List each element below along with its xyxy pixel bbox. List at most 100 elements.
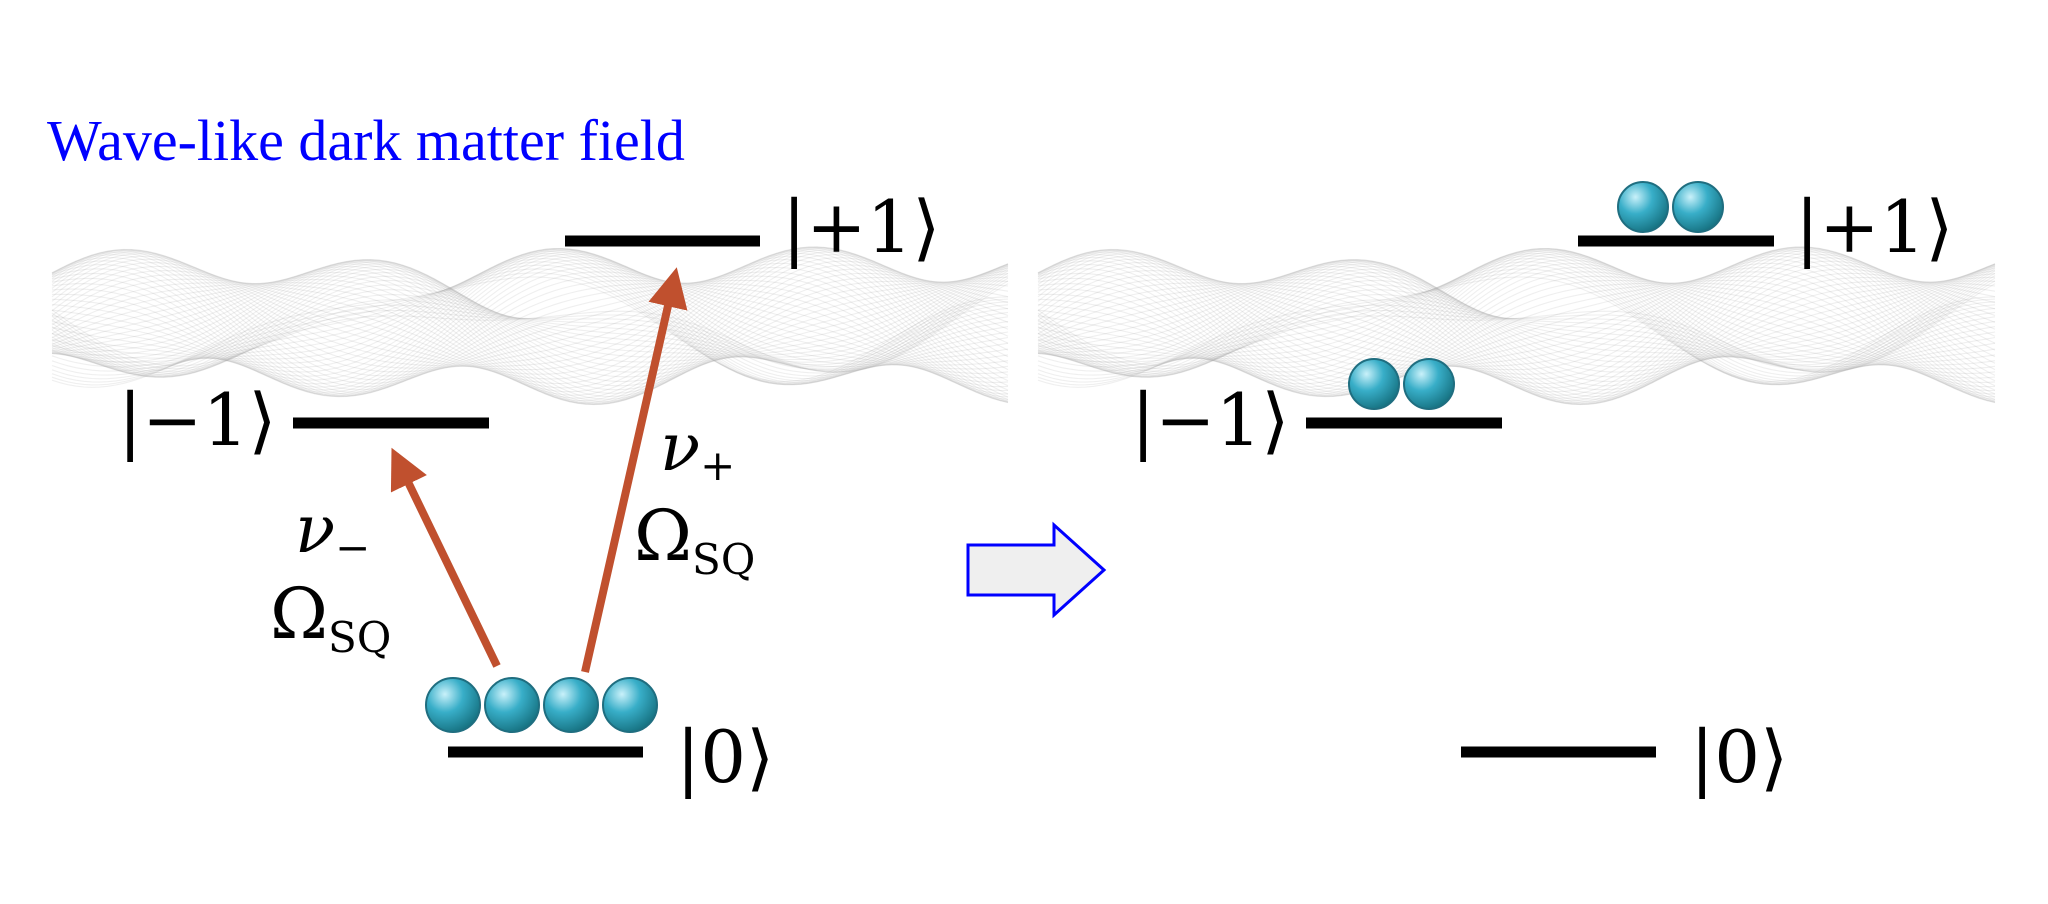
wave-strand <box>1037 251 1996 399</box>
wave-strand <box>1037 249 1996 396</box>
wave-strand <box>51 264 1009 400</box>
wave-strand <box>51 261 1009 400</box>
wave-strand <box>51 272 1009 386</box>
wave-strand <box>51 268 1009 385</box>
atom-sphere-icon <box>1617 181 1669 233</box>
wave-strand <box>51 251 1009 403</box>
wave-strand <box>51 264 1009 406</box>
wave-strand <box>51 259 1009 394</box>
wave-strand <box>51 249 1009 385</box>
wave-strand <box>51 254 1009 402</box>
wave-strand <box>1037 266 1996 378</box>
wave-strand <box>51 263 1009 374</box>
atom-sphere-icon <box>425 677 481 733</box>
wave-strand <box>51 259 1009 395</box>
wave-strand <box>51 256 1009 393</box>
right-arrow-icon <box>966 521 1107 619</box>
wave-strand <box>51 260 1009 398</box>
wave-strand <box>51 263 1009 373</box>
wave-strand <box>51 251 1009 388</box>
wave-strand <box>51 266 1009 397</box>
level-label-minus: |−1⟩ <box>1131 378 1289 462</box>
level-label-zero: |0⟩ <box>676 715 774 799</box>
wave-strand <box>51 265 1009 404</box>
wave-strand <box>51 248 1009 381</box>
atoms-right-plus <box>1617 181 1724 233</box>
wave-strand <box>51 255 1009 385</box>
wave-strand <box>1037 256 1996 393</box>
wave-strand <box>51 247 1009 393</box>
freq-label-minus: ν− <box>295 491 370 572</box>
wave-strand <box>51 250 1009 382</box>
wave-strand <box>1037 248 1996 377</box>
atom-sphere-icon <box>1672 181 1724 233</box>
wave-strand <box>51 246 1009 385</box>
wave-strand <box>1037 271 1996 398</box>
wave-strand <box>51 259 1009 391</box>
wave-strand <box>1037 248 1996 398</box>
wave-strand <box>51 249 1009 391</box>
wave-strand <box>1037 263 1996 376</box>
atom-sphere-icon <box>543 677 599 733</box>
atoms-right-minus <box>1348 358 1455 410</box>
wave-strand <box>1037 260 1996 398</box>
level-label-minus: |−1⟩ <box>118 378 276 462</box>
wave-strand <box>1037 256 1996 403</box>
wave-strand <box>1037 259 1996 394</box>
atom-sphere-icon <box>1348 358 1400 410</box>
wave-strand <box>51 252 1009 383</box>
wave-strand <box>51 257 1009 404</box>
rabi-label-minus: ΩSQ <box>270 573 391 662</box>
wave-strand <box>51 266 1009 378</box>
wave-strand <box>1037 263 1996 374</box>
wave-strand <box>1037 254 1996 404</box>
wave-strand <box>1037 246 1996 385</box>
freq-label-plus: ν+ <box>660 409 735 490</box>
wave-strand <box>1037 268 1996 378</box>
wave-strand <box>51 268 1009 398</box>
wave-strand <box>51 280 1009 373</box>
wave-strand <box>1037 249 1996 395</box>
wave-strand <box>51 250 1009 402</box>
wave-strand <box>1037 260 1996 382</box>
wave-strand <box>51 249 1009 380</box>
wave-strand <box>1037 272 1996 386</box>
atom-sphere-icon <box>1403 358 1455 410</box>
wave-strand <box>51 268 1009 406</box>
wave-strand <box>1037 253 1996 391</box>
wave-strand <box>51 260 1009 382</box>
wave-strand <box>51 247 1009 374</box>
wave-strand <box>1037 261 1996 378</box>
wave-strand <box>1037 259 1996 387</box>
atom-sphere-icon <box>602 677 658 733</box>
wave-strand <box>1037 251 1996 403</box>
right-panel: |+1⟩ |−1⟩ |0⟩ <box>1131 181 1953 799</box>
wave-strand <box>51 262 1009 397</box>
wave-strand <box>51 263 1009 376</box>
wave-strand <box>1037 250 1996 387</box>
wave-strand <box>51 248 1009 398</box>
wave-strand <box>51 249 1009 401</box>
wave-strand <box>51 249 1009 396</box>
wave-strand <box>1037 252 1996 383</box>
wave-strand <box>1037 261 1996 400</box>
wave-strand <box>51 254 1009 404</box>
transition-arrow-minus <box>390 447 501 668</box>
wave-strand <box>51 283 1009 373</box>
wave-strand <box>1037 263 1996 373</box>
wave-strand <box>51 277 1009 373</box>
wave-strand <box>1037 283 1996 373</box>
wave-strand <box>1037 265 1996 378</box>
wave-strand <box>51 276 1009 388</box>
wave-strand <box>51 259 1009 387</box>
wave-strand <box>51 260 1009 405</box>
wave-strand <box>1037 255 1996 385</box>
dark-matter-wave-left <box>51 246 1009 406</box>
rabi-label-plus: ΩSQ <box>634 495 755 584</box>
wave-strand <box>1037 260 1996 402</box>
wave-strand <box>1037 247 1996 377</box>
wave-strand <box>51 264 1009 377</box>
wave-strand <box>1037 264 1996 386</box>
wave-strand <box>51 248 1009 377</box>
